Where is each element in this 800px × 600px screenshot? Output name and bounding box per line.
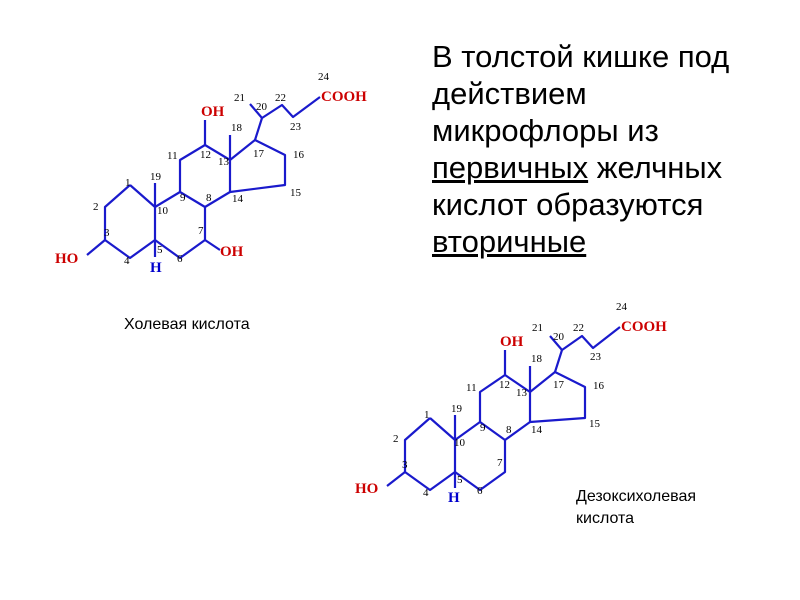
atom-number-15: 15 xyxy=(589,418,601,430)
atom-number-12: 12 xyxy=(200,149,211,161)
atom-number-3: 3 xyxy=(104,227,110,239)
atom-number-16: 16 xyxy=(593,380,605,392)
deoxycholic-carboxyl-group: COOH xyxy=(621,319,667,335)
atom-number-21: 21 xyxy=(234,92,245,104)
heading-line-4: первичных желчных xyxy=(432,149,792,186)
atom-number-9: 9 xyxy=(180,192,186,204)
atom-number-11: 11 xyxy=(167,150,178,162)
atom-number-18: 18 xyxy=(231,122,243,134)
deoxycholic-acid-bonds xyxy=(386,326,621,492)
atom-number-17: 17 xyxy=(253,148,265,160)
atom-number-6: 6 xyxy=(177,253,183,265)
atom-number-2: 2 xyxy=(93,201,99,213)
deoxycholic-caption-line-1: Дезоксихолевая xyxy=(576,488,697,505)
atom-number-18: 18 xyxy=(531,353,543,365)
atom-number-7: 7 xyxy=(497,457,503,469)
atom-number-10: 10 xyxy=(157,205,169,217)
atom-number-1: 1 xyxy=(125,177,131,189)
cholic-acid-bonds xyxy=(86,96,321,260)
cholic-7-hydroxyl-group: OH xyxy=(220,244,244,260)
atom-number-8: 8 xyxy=(206,192,212,204)
atom-number-13: 13 xyxy=(516,387,528,399)
heading-line-3: микрофлоры из xyxy=(432,113,659,148)
deoxycholic-acid-caption: Дезоксихолевая кислота xyxy=(576,486,696,530)
deoxycholic-3-hydroxyl-group: HO xyxy=(355,481,378,497)
heading-line-4-rest: желчных xyxy=(588,150,723,185)
atom-number-22: 22 xyxy=(573,322,584,334)
heading-line-5: кислот образуются xyxy=(432,187,704,222)
atom-number-1: 1 xyxy=(424,409,430,421)
atom-number-24: 24 xyxy=(318,71,330,83)
atom-number-4: 4 xyxy=(124,255,130,267)
heading-underlined-secondary: вторичные xyxy=(432,224,587,259)
atom-number-5: 5 xyxy=(157,244,163,256)
atom-number-14: 14 xyxy=(232,193,244,205)
deoxycholic-5-hydrogen: H xyxy=(448,490,460,506)
atom-number-4: 4 xyxy=(423,487,429,499)
atom-number-19: 19 xyxy=(451,403,463,415)
cholic-5-hydrogen: H xyxy=(150,260,162,276)
atom-number-12: 12 xyxy=(499,379,510,391)
atom-number-19: 19 xyxy=(150,171,162,183)
atom-number-7: 7 xyxy=(198,225,204,237)
cholic-12-hydroxyl-group: OH xyxy=(201,104,225,120)
atom-number-23: 23 xyxy=(590,351,602,363)
heading-line-2: действием xyxy=(432,76,587,111)
atom-number-5: 5 xyxy=(457,474,463,486)
heading-line-6: вторичные xyxy=(432,223,792,260)
cholic-3-hydroxyl-group: HO xyxy=(55,251,78,267)
atom-number-3: 3 xyxy=(402,459,408,471)
atom-number-14: 14 xyxy=(531,424,543,436)
atom-number-24: 24 xyxy=(616,301,628,313)
atom-number-6: 6 xyxy=(477,485,483,497)
atom-number-10: 10 xyxy=(454,437,466,449)
heading-underlined-primary: первичных xyxy=(432,150,589,185)
cholic-acid-caption: Холевая кислота xyxy=(124,316,250,333)
atom-number-20: 20 xyxy=(553,331,565,343)
atom-number-17: 17 xyxy=(553,379,565,391)
atom-number-2: 2 xyxy=(393,433,399,445)
atom-number-22: 22 xyxy=(275,92,286,104)
heading-line-1: В толстой кишке под xyxy=(432,39,730,74)
atom-number-8: 8 xyxy=(506,424,512,436)
deoxycholic-12-hydroxyl-group: OH xyxy=(500,334,524,350)
atom-number-11: 11 xyxy=(466,382,477,394)
deoxycholic-acid-atom-numbers: 1 2 3 4 5 6 7 8 9 10 11 12 13 14 15 16 1… xyxy=(393,301,628,499)
atom-number-15: 15 xyxy=(290,187,302,199)
slide-heading: В толстой кишке под действием микрофлоры… xyxy=(432,38,792,260)
cholic-carboxyl-group: COOH xyxy=(321,89,367,105)
atom-number-9: 9 xyxy=(480,422,486,434)
atom-number-13: 13 xyxy=(218,156,230,168)
atom-number-16: 16 xyxy=(293,149,305,161)
deoxycholic-caption-line-2: кислота xyxy=(576,510,635,527)
atom-number-23: 23 xyxy=(290,121,302,133)
cholic-acid-atom-numbers: 1 2 3 4 5 6 7 8 9 10 11 12 13 14 15 16 1… xyxy=(93,71,330,267)
atom-number-21: 21 xyxy=(532,322,543,334)
atom-number-20: 20 xyxy=(256,101,268,113)
